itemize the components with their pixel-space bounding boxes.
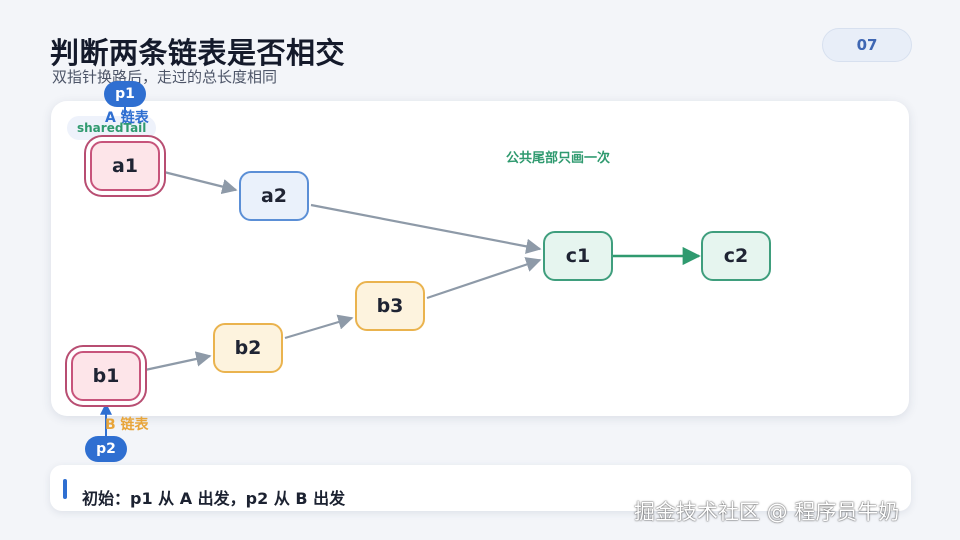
- watermark: 掘金技术社区 @ 程序员牛奶: [634, 500, 900, 524]
- pointer-p2-pill: p2: [85, 436, 127, 462]
- page-subtitle: 双指针换路后，走过的总长度相同: [52, 68, 278, 86]
- pointer-p1-pill: p1: [104, 81, 146, 107]
- edge-b2-b3: [284, 314, 354, 340]
- page-number-badge: 07: [822, 28, 912, 62]
- edge-a2-c1: [310, 203, 542, 254]
- shared-tail-tag: sharedTail: [67, 116, 157, 140]
- list-b-label: B 链表: [105, 417, 149, 433]
- page-title: 判断两条链表是否相交: [50, 36, 346, 70]
- node-a1: a1: [90, 141, 160, 191]
- step-accent-bar: [63, 479, 67, 499]
- node-a2: a2: [239, 171, 309, 221]
- node-b3: b3: [355, 281, 425, 331]
- node-c2: c2: [701, 231, 771, 281]
- shared-tail-label: 公共尾部只画一次: [506, 151, 611, 166]
- step-description: 初始：p1 从 A 出发，p2 从 B 出发: [82, 489, 346, 508]
- list-a-label: A 链表: [105, 110, 149, 126]
- edge-a1-a2: [163, 170, 238, 195]
- step-card: [50, 465, 911, 511]
- node-b2: b2: [213, 323, 283, 373]
- node-c1: c1: [543, 231, 613, 281]
- node-b1: b1: [71, 351, 141, 401]
- edge-b3-c1: [426, 257, 542, 300]
- edge-b1-b2: [144, 351, 212, 372]
